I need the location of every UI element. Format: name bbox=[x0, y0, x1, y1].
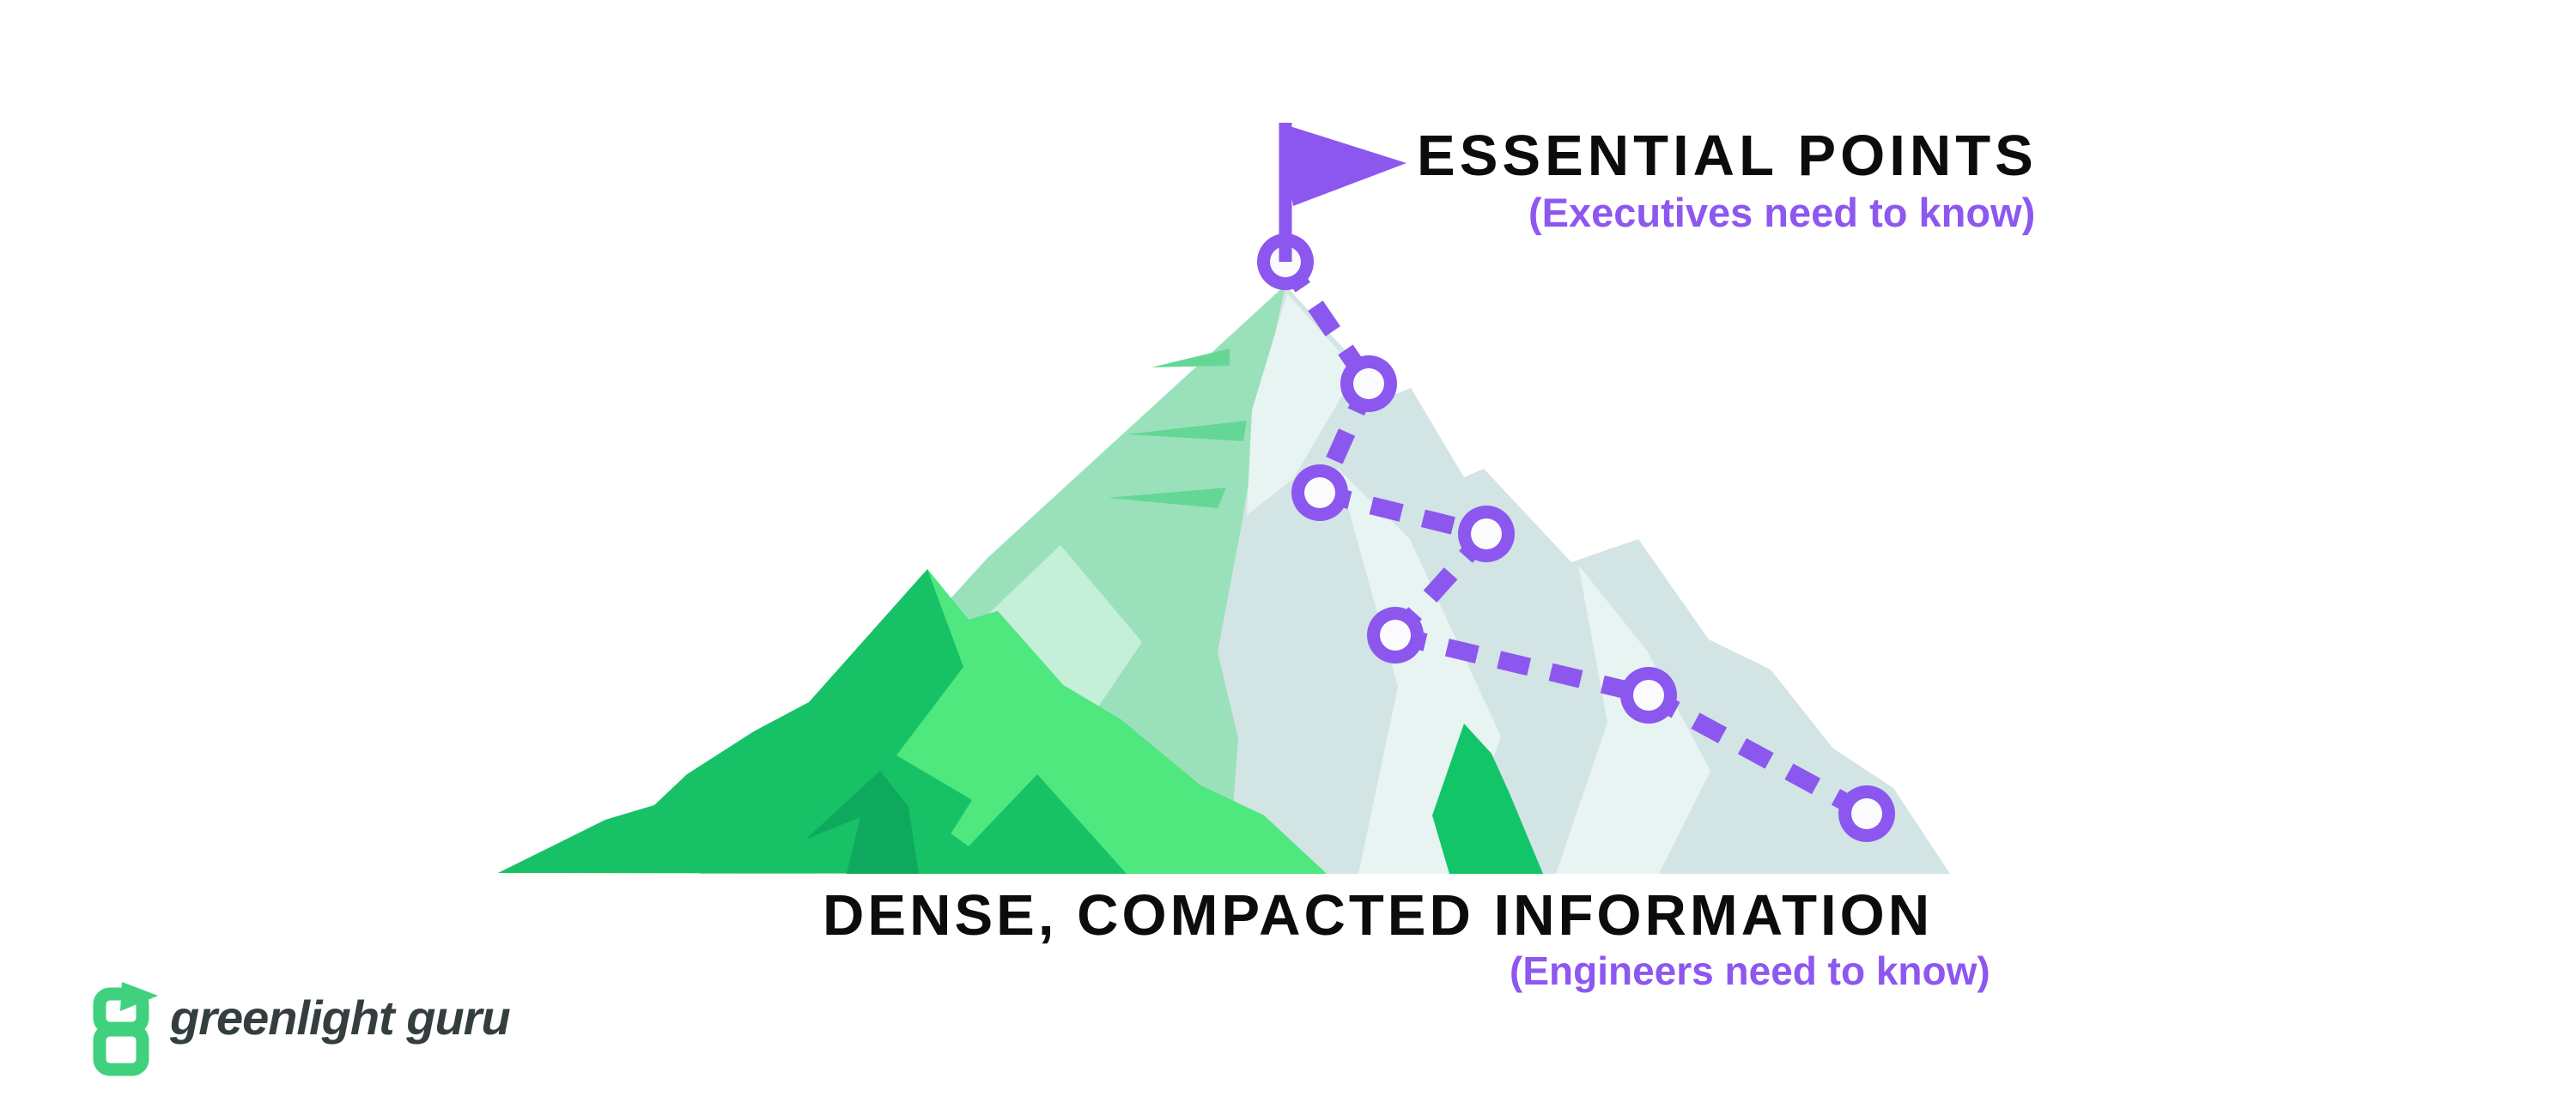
executives-subtitle: (Executives need to know) bbox=[1528, 190, 2036, 235]
logo-wordmark: greenlight guru bbox=[170, 991, 511, 1045]
foreground-mountain-shadow bbox=[805, 771, 919, 874]
pale-green-streak bbox=[1108, 488, 1226, 508]
path-segment bbox=[1317, 483, 1489, 543]
path-node-center bbox=[1471, 518, 1502, 549]
path-node-center bbox=[1633, 680, 1664, 711]
path-segment bbox=[1393, 626, 1651, 705]
foreground-mountain-notch bbox=[848, 774, 1127, 874]
essential-points-title: ESSENTIAL POINTS bbox=[1417, 124, 2038, 188]
pale-green-streak bbox=[1151, 348, 1230, 367]
path-segment bbox=[1643, 687, 1872, 822]
greenlight-guru-mark-icon bbox=[93, 982, 158, 1076]
path-node-center bbox=[1380, 620, 1411, 651]
flag-icon bbox=[1279, 123, 1406, 262]
logo-g-bottom-loop bbox=[93, 1023, 149, 1076]
flag-banner bbox=[1279, 123, 1406, 206]
green-spike bbox=[1432, 724, 1543, 874]
pale-green-streak bbox=[1127, 421, 1247, 441]
dense-information-title: DENSE, COMPACTED INFORMATION bbox=[823, 883, 1934, 948]
gray-face-highlight bbox=[1556, 565, 1710, 874]
climbing-path bbox=[1257, 233, 1895, 842]
foreground-mountain-highlight bbox=[896, 569, 1327, 874]
path-node-center bbox=[1304, 477, 1335, 508]
greenlight-guru-logo: greenlight guru bbox=[91, 980, 623, 1092]
logo-arrow bbox=[120, 982, 158, 1011]
path-node-center bbox=[1353, 368, 1384, 399]
gray-face-highlight bbox=[1247, 294, 1357, 515]
path-node-center bbox=[1851, 798, 1882, 829]
engineers-subtitle: (Engineers need to know) bbox=[1510, 948, 1990, 993]
